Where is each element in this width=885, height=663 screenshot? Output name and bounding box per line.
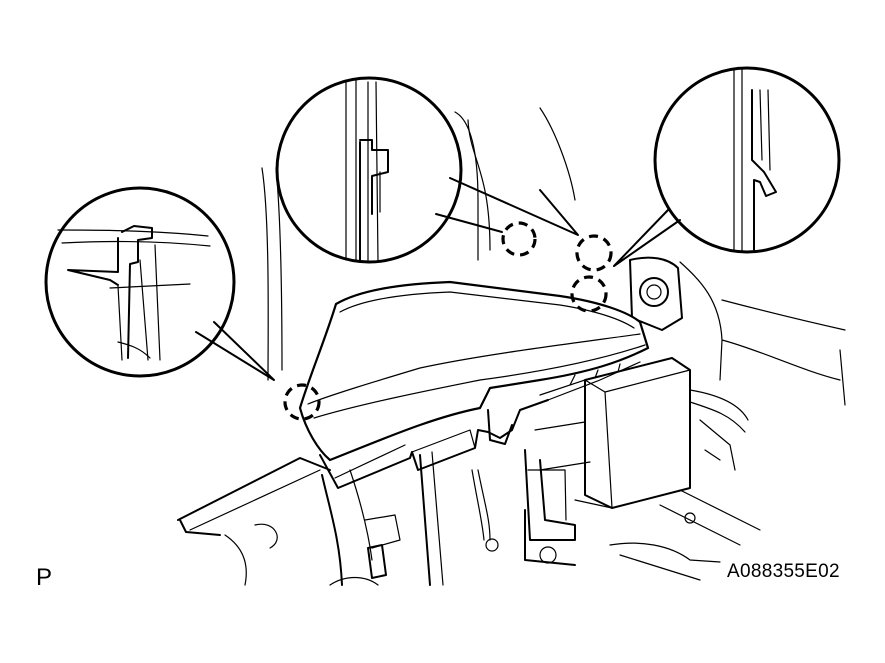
clip-marker-left [283,383,321,421]
background-structure [177,107,846,586]
clip-location-markers [283,221,613,421]
clip-detail-right-icon [653,66,841,254]
clip-detail-center-icon [275,76,463,264]
callout-leaders [195,177,681,381]
console-upper-cover [298,280,650,489]
clip-marker-center [501,221,537,257]
clip-marker-right-lower [570,275,608,313]
clip-detail-left-icon [44,186,236,378]
clip-marker-right-upper [575,234,613,272]
figure-code-label: A088355E02 [727,561,840,582]
view-marker-label: P [36,564,53,591]
